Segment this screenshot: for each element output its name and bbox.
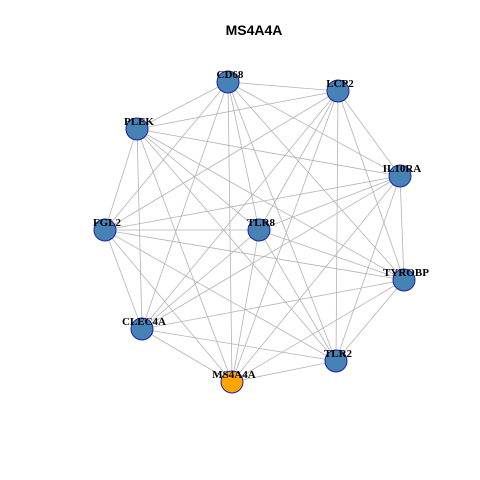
edge-plek-tyrobp [136, 128, 405, 281]
edge-il10ra-tlr8 [258, 175, 401, 231]
edge-il10ra-ms4a4a [231, 175, 401, 383]
edge-tlr8-tlr2 [258, 229, 337, 362]
edge-tlr2-ms4a4a [231, 360, 337, 383]
edge-cd68-fgl2 [104, 81, 229, 231]
edge-clec4a-tlr2 [141, 328, 337, 362]
edge-lcp2-tlr8 [258, 90, 339, 231]
node-label-il10ra: IL10RA [383, 163, 422, 175]
edge-plek-clec4a [136, 128, 143, 330]
edge-tlr8-ms4a4a [231, 229, 260, 383]
node-label-ms4a4a: MS4A4A [212, 369, 255, 381]
edge-plek-ms4a4a [136, 128, 233, 383]
edge-tyrobp-clec4a [141, 279, 405, 330]
edge-il10ra-tyrobp [399, 175, 405, 281]
edge-tyrobp-ms4a4a [231, 279, 405, 383]
node-layer [93, 70, 416, 394]
node-clec4a [130, 317, 154, 341]
edge-cd68-ms4a4a [227, 81, 233, 383]
edge-cd68-plek [136, 81, 229, 130]
node-label-fgl2: FGL2 [93, 217, 122, 229]
node-ms4a4a [220, 370, 244, 394]
node-plek [125, 117, 149, 141]
node-il10ra [388, 164, 412, 188]
edge-il10ra-fgl2 [104, 175, 401, 231]
node-lcp2 [326, 79, 350, 103]
edge-cd68-clec4a [141, 81, 229, 330]
edge-lcp2-tyrobp [337, 90, 405, 281]
node-label-tyrobp: TYROBP [383, 267, 429, 279]
edge-cd68-il10ra [227, 81, 401, 177]
edge-tyrobp-tlr2 [335, 279, 405, 362]
edge-tlr8-clec4a [141, 229, 260, 330]
edge-clec4a-ms4a4a [141, 328, 233, 383]
node-label-tlr8: TLR8 [247, 217, 276, 229]
node-fgl2 [93, 218, 117, 242]
edge-fgl2-clec4a [104, 229, 143, 330]
node-label-tlr2: TLR2 [324, 348, 353, 360]
edge-lcp2-plek [136, 90, 339, 130]
edge-fgl2-ms4a4a [104, 229, 233, 383]
graph-title: MS4A4A [226, 22, 283, 38]
edge-layer [104, 81, 405, 383]
edge-il10ra-tlr2 [335, 175, 401, 362]
node-cd68 [216, 70, 240, 94]
node-label-plek: PLEK [124, 116, 154, 128]
edge-cd68-tlr8 [227, 81, 260, 231]
edge-lcp2-ms4a4a [231, 90, 339, 383]
edge-lcp2-clec4a [141, 90, 339, 330]
node-label-lcp2: LCP2 [326, 78, 354, 90]
edge-cd68-lcp2 [227, 81, 339, 92]
node-tlr2 [324, 349, 348, 373]
edge-plek-tlr2 [136, 128, 337, 362]
edge-lcp2-fgl2 [104, 90, 339, 231]
edge-tlr8-tyrobp [258, 229, 405, 281]
edge-plek-fgl2 [104, 128, 138, 231]
node-label-clec4a: CLEC4A [122, 316, 166, 328]
edge-cd68-tyrobp [227, 81, 405, 281]
edge-lcp2-il10ra [337, 90, 401, 177]
edge-il10ra-clec4a [141, 175, 401, 330]
node-tlr8 [247, 218, 271, 242]
node-label-cd68: CD68 [217, 69, 244, 81]
edge-plek-tlr8 [136, 128, 260, 231]
edge-fgl2-tlr2 [104, 229, 337, 362]
node-tyrobp [392, 268, 416, 292]
edge-plek-il10ra [136, 128, 401, 177]
edge-lcp2-tlr2 [335, 90, 339, 362]
